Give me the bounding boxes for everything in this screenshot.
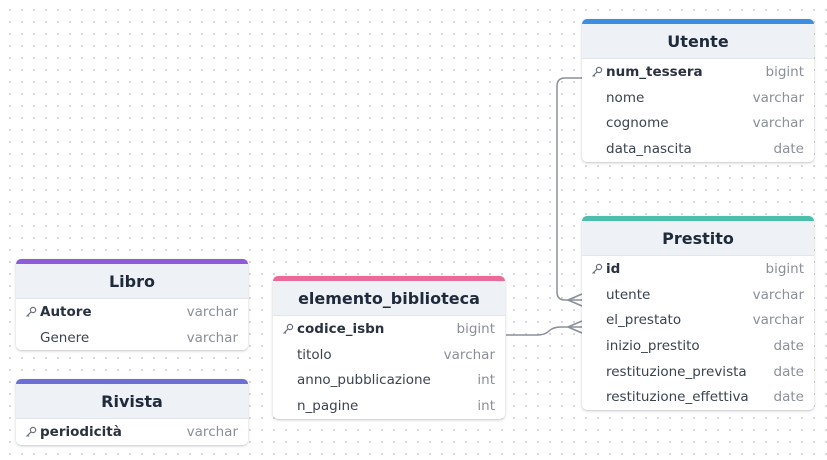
key-icon xyxy=(591,263,603,275)
table-title[interactable]: Libro xyxy=(16,259,248,299)
table-title[interactable]: elemento_biblioteca xyxy=(273,276,505,316)
column-type: bigint xyxy=(765,260,805,277)
column-name: num_tessera xyxy=(606,63,703,80)
key-icon xyxy=(25,306,37,318)
column-row[interactable]: id bigint xyxy=(582,256,814,282)
key-icon xyxy=(25,426,37,438)
column-type: bigint xyxy=(456,320,496,337)
column-row[interactable]: nome varchar xyxy=(582,85,814,111)
column-row[interactable]: restituzione_prevista date xyxy=(582,359,814,385)
column-name: restituzione_prevista xyxy=(606,363,747,380)
crowfoot-utente-icon xyxy=(567,293,583,307)
column-row[interactable]: n_pagine int xyxy=(273,393,505,419)
column-type: varchar xyxy=(752,115,804,132)
column-name: inizio_prestito xyxy=(606,337,700,354)
column-row[interactable]: anno_pubblicazione int xyxy=(273,367,505,393)
column-row[interactable]: num_tessera bigint xyxy=(582,59,814,85)
column-type: date xyxy=(773,389,804,406)
column-row[interactable]: Genere varchar xyxy=(16,325,248,351)
column-type: varchar xyxy=(752,312,804,329)
column-name: data_nascita xyxy=(606,140,692,157)
column-type: varchar xyxy=(186,329,238,346)
key-icon xyxy=(282,323,294,335)
column-type: varchar xyxy=(752,89,804,106)
column-name: utente xyxy=(606,286,651,303)
column-type: bigint xyxy=(765,63,805,80)
column-type: varchar xyxy=(752,286,804,303)
column-name: codice_isbn xyxy=(297,320,385,337)
column-type: date xyxy=(773,363,804,380)
column-row[interactable]: codice_isbn bigint xyxy=(273,316,505,342)
column-row[interactable]: restituzione_effettiva date xyxy=(582,384,814,410)
table-elemento-biblioteca[interactable]: elemento_biblioteca codice_isbn bigint tito… xyxy=(273,276,505,419)
column-name: titolo xyxy=(297,346,332,363)
column-row[interactable]: cognome varchar xyxy=(582,110,814,136)
column-name: Genere xyxy=(40,329,90,346)
column-type: int xyxy=(477,372,495,389)
column-type: varchar xyxy=(186,303,238,320)
column-row[interactable]: titolo varchar xyxy=(273,342,505,368)
column-row[interactable]: el_prestato varchar xyxy=(582,307,814,333)
column-row[interactable]: Autore varchar xyxy=(16,299,248,325)
column-type: date xyxy=(773,140,804,157)
table-title[interactable]: Utente xyxy=(582,19,814,59)
crowfoot-el-prestato-icon xyxy=(567,320,583,334)
relation-utente-prestito[interactable] xyxy=(556,77,582,301)
key-icon xyxy=(591,66,603,78)
table-rivista[interactable]: Rivista periodicità varchar xyxy=(16,379,248,445)
column-name: n_pagine xyxy=(297,397,359,414)
column-name: anno_pubblicazione xyxy=(297,372,431,389)
column-name: periodicità xyxy=(40,423,122,440)
column-row[interactable]: data_nascita date xyxy=(582,136,814,162)
column-type: date xyxy=(773,337,804,354)
column-name: Autore xyxy=(40,303,92,320)
column-name: nome xyxy=(606,89,645,106)
column-type: varchar xyxy=(186,423,238,440)
column-name: restituzione_effettiva xyxy=(606,389,749,406)
column-name: cognome xyxy=(606,115,669,132)
column-name: el_prestato xyxy=(606,312,682,329)
relation-elemento-prestito[interactable] xyxy=(506,326,582,336)
column-name: id xyxy=(606,260,621,277)
table-title[interactable]: Rivista xyxy=(16,379,248,419)
column-row[interactable]: utente varchar xyxy=(582,282,814,308)
column-row[interactable]: inizio_prestito date xyxy=(582,333,814,359)
table-title[interactable]: Prestito xyxy=(582,216,814,256)
column-row[interactable]: periodicità varchar xyxy=(16,419,248,445)
column-type: varchar xyxy=(443,346,495,363)
column-type: int xyxy=(477,397,495,414)
